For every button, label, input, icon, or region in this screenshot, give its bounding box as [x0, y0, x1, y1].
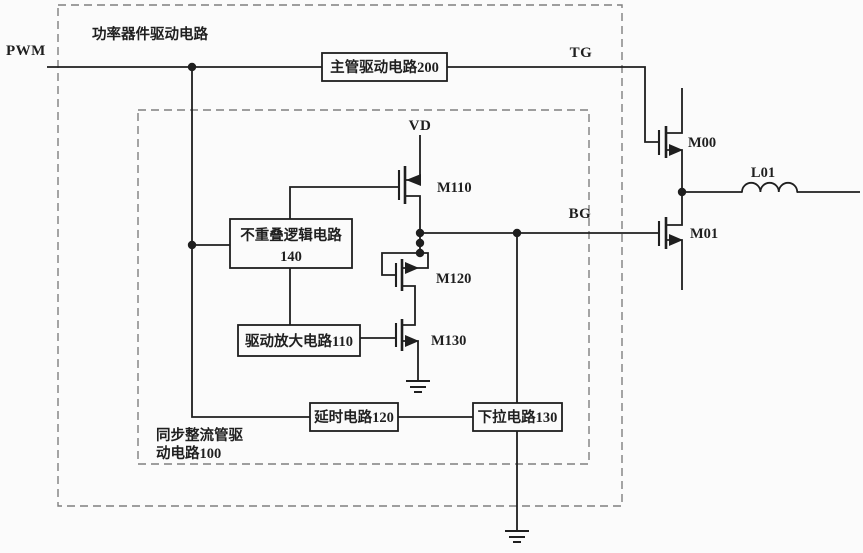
- block-nonoverlap-logic: 不重叠逻辑电路 140: [229, 218, 353, 269]
- block-delay-label: 延时电路120: [313, 408, 394, 426]
- ground-icon-m130: [406, 380, 430, 393]
- m01-arrow-icon: [669, 234, 683, 246]
- wire-vd-to-m110-source: [406, 135, 421, 181]
- inner-boundary-title-line1: 同步整流管驱: [156, 426, 243, 444]
- m110-arrow-icon: [406, 174, 421, 186]
- m01-device-label: M01: [690, 226, 718, 242]
- wire-m130-source-to-ground: [402, 340, 419, 381]
- wire-m00-source-to-node: [666, 149, 683, 192]
- m130-device-label: M130: [431, 333, 466, 349]
- block-pulldown: 下拉电路130: [472, 402, 563, 432]
- bg-net-label: BG: [569, 206, 592, 222]
- wire-m01-drain-to-node: [666, 192, 683, 226]
- wire-m00-drain: [666, 88, 683, 134]
- block-nonoverlap-label-line1: 不重叠逻辑电路: [240, 226, 342, 244]
- wire-pwm-branch-vertical: [191, 67, 310, 418]
- m120-device-label: M120: [436, 271, 471, 287]
- wire-m120-diode-loop: [381, 252, 429, 276]
- junction-dot: [415, 228, 425, 238]
- wires: [47, 66, 860, 531]
- inner-dashed-boundary: [137, 109, 590, 465]
- mosfet-m120: [394, 259, 419, 291]
- m110-device-label: M110: [437, 180, 472, 196]
- wire-tg: [447, 66, 659, 143]
- block-main-driver: 主管驱动电路200: [321, 52, 448, 82]
- tg-net-label: TG: [570, 45, 593, 61]
- junction-dot: [415, 248, 425, 258]
- block-drive-amplifier-label: 驱动放大电路110: [245, 332, 353, 350]
- wire-m01-source: [666, 239, 683, 290]
- block-delay: 延时电路120: [309, 402, 399, 432]
- outer-boundary-title: 功率器件驱动电路: [92, 25, 208, 43]
- m00-arrow-icon: [669, 144, 683, 156]
- inductor-icon: [741, 181, 799, 193]
- ground-icon-pulldown: [505, 530, 529, 543]
- junction-dot: [187, 240, 197, 250]
- junction-dot: [512, 228, 522, 238]
- wire-nonoverlap-to-m110-gate: [289, 186, 399, 219]
- block-main-driver-label: 主管驱动电路200: [330, 58, 439, 76]
- block-pulldown-label: 下拉电路130: [478, 408, 558, 426]
- wire-m120-source-to-m130-drain: [402, 285, 416, 326]
- m130-arrow-icon: [405, 335, 419, 347]
- block-nonoverlap-label-line2: 140: [280, 249, 302, 265]
- block-drive-amplifier: 驱动放大电路110: [237, 324, 361, 357]
- junction-dots: [187, 62, 687, 258]
- junction-dot: [187, 62, 197, 72]
- l01-device-label: L01: [751, 165, 775, 181]
- pwm-port-label: PWM: [6, 43, 46, 59]
- junction-dot: [415, 238, 425, 248]
- m120-arrow-icon: [405, 262, 419, 274]
- outer-dashed-boundary: [57, 4, 623, 507]
- inner-boundary-title-line2: 动电路100: [156, 444, 221, 462]
- mosfet-m00: [657, 126, 683, 158]
- mosfet-m01: [657, 217, 683, 249]
- mosfet-m110: [397, 166, 421, 204]
- vd-supply-label: VD: [409, 118, 432, 134]
- junction-dot: [677, 187, 687, 197]
- m00-device-label: M00: [688, 135, 716, 151]
- mosfet-m130: [394, 319, 419, 351]
